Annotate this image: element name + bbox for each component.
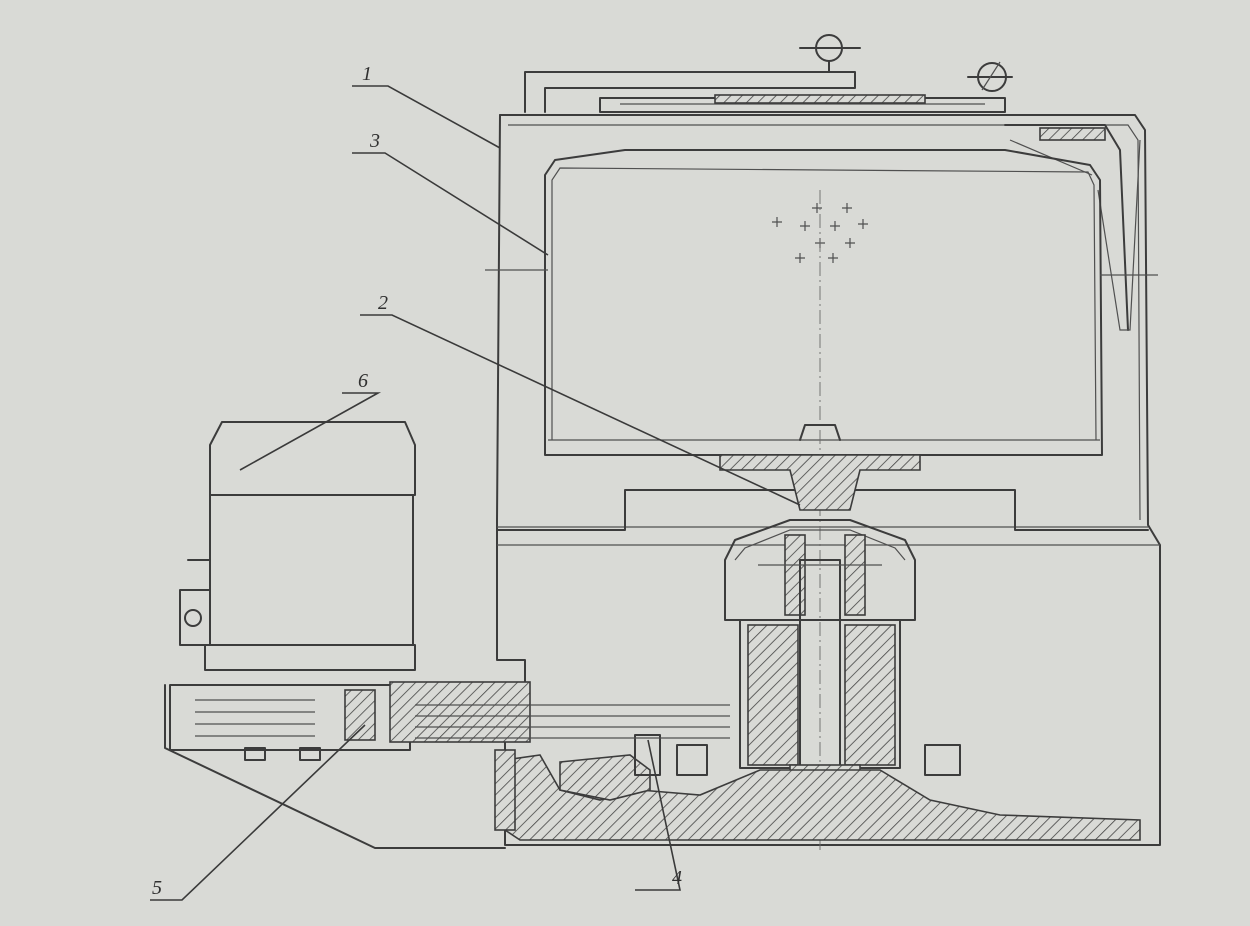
label-3: 3 — [369, 130, 380, 152]
spindle-assembly — [719, 190, 921, 850]
drum-basket — [485, 149, 1158, 456]
label-6: 6 — [358, 370, 368, 392]
lid-mechanism — [524, 34, 1141, 331]
base-frame — [494, 734, 1141, 841]
label-2: 2 — [378, 292, 388, 314]
motor-and-drive — [164, 421, 730, 849]
label-1: 1 — [362, 63, 372, 85]
label-4: 4 — [672, 867, 682, 889]
label-5: 5 — [152, 877, 162, 899]
part-labels: 1 3 2 6 4 5 — [150, 63, 801, 901]
